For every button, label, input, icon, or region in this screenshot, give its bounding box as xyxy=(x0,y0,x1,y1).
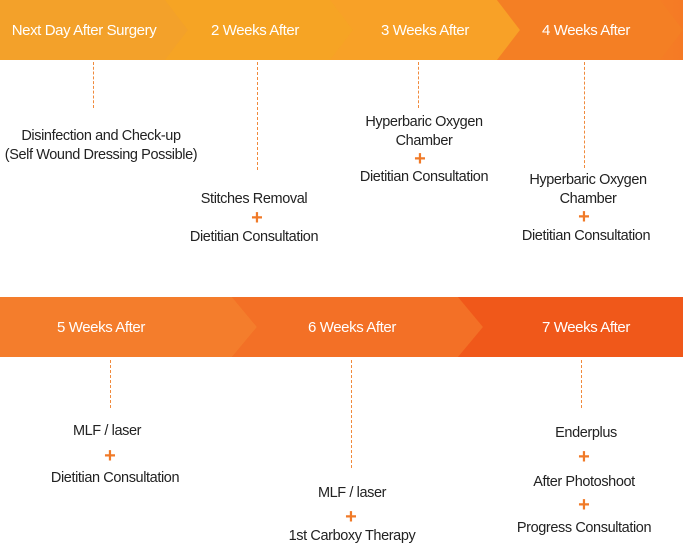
note-3-weeks-chamber: Hyperbaric Oxygen Chamber xyxy=(365,113,483,151)
note-3-weeks-dietitian: Dietitian Consultation xyxy=(359,169,489,185)
stage-label-3-weeks: 3 Weeks After xyxy=(381,22,469,39)
stage-label-7-weeks: 7 Weeks After xyxy=(542,319,630,336)
timeline-bar-bottom xyxy=(0,297,683,357)
plus-icon: + xyxy=(578,206,590,228)
note-6-weeks-carboxy: 1st Carboxy Therapy xyxy=(288,528,416,544)
note-7-weeks-photoshoot: After Photoshoot xyxy=(533,474,635,490)
connector-line xyxy=(110,360,111,408)
note-line: Hyperbaric Oxygen xyxy=(365,114,483,130)
stage-label-5-weeks: 5 Weeks After xyxy=(57,319,145,336)
note-4-weeks-chamber: Hyperbaric Oxygen Chamber xyxy=(529,171,647,209)
connector-line xyxy=(93,62,94,108)
stage-label-4-weeks: 4 Weeks After xyxy=(542,22,630,39)
plus-icon: + xyxy=(414,148,426,170)
connector-line xyxy=(418,62,419,108)
stage-arrow-segment xyxy=(0,297,257,357)
note-next-day: Disinfection and Check-up (Self Wound Dr… xyxy=(4,127,198,165)
connector-line xyxy=(351,360,352,468)
stage-arrow-segment xyxy=(232,297,483,357)
note-line: Chamber xyxy=(559,191,617,207)
note-6-weeks-mlf: MLF / laser xyxy=(317,485,387,501)
note-2-weeks-stitches: Stitches Removal xyxy=(200,191,308,207)
stage-arrow-segment xyxy=(165,0,353,60)
note-5-weeks-dietitian: Dietitian Consultation xyxy=(50,470,180,486)
plus-icon: + xyxy=(251,207,263,229)
stage-arrow-segment xyxy=(497,0,683,60)
connector-line xyxy=(257,62,258,170)
plus-icon: + xyxy=(578,446,590,468)
note-line: Chamber xyxy=(395,133,453,149)
plus-icon: + xyxy=(578,494,590,516)
note-4-weeks-dietitian: Dietitian Consultation xyxy=(521,228,651,244)
note-line: (Self Wound Dressing Possible) xyxy=(4,147,198,163)
stage-arrow-segment xyxy=(0,0,188,60)
note-7-weeks-progress: Progress Consultation xyxy=(516,520,652,536)
timeline-bar-top xyxy=(0,0,683,60)
stage-label-next-day: Next Day After Surgery xyxy=(11,22,157,39)
note-2-weeks-dietitian: Dietitian Consultation xyxy=(189,229,319,245)
connector-line xyxy=(584,62,585,168)
note-line: Hyperbaric Oxygen xyxy=(529,172,647,188)
stage-arrow-segment xyxy=(458,297,683,357)
plus-icon: + xyxy=(104,445,116,467)
note-line: Disinfection and Check-up xyxy=(21,128,181,144)
stage-label-6-weeks: 6 Weeks After xyxy=(308,319,396,336)
stage-arrow-segment xyxy=(330,0,520,60)
note-7-weeks-enderplus: Enderplus xyxy=(555,425,617,441)
plus-icon: + xyxy=(345,506,357,528)
note-5-weeks-mlf: MLF / laser xyxy=(72,423,142,439)
connector-line xyxy=(581,360,582,408)
stage-label-2-weeks: 2 Weeks After xyxy=(211,22,299,39)
